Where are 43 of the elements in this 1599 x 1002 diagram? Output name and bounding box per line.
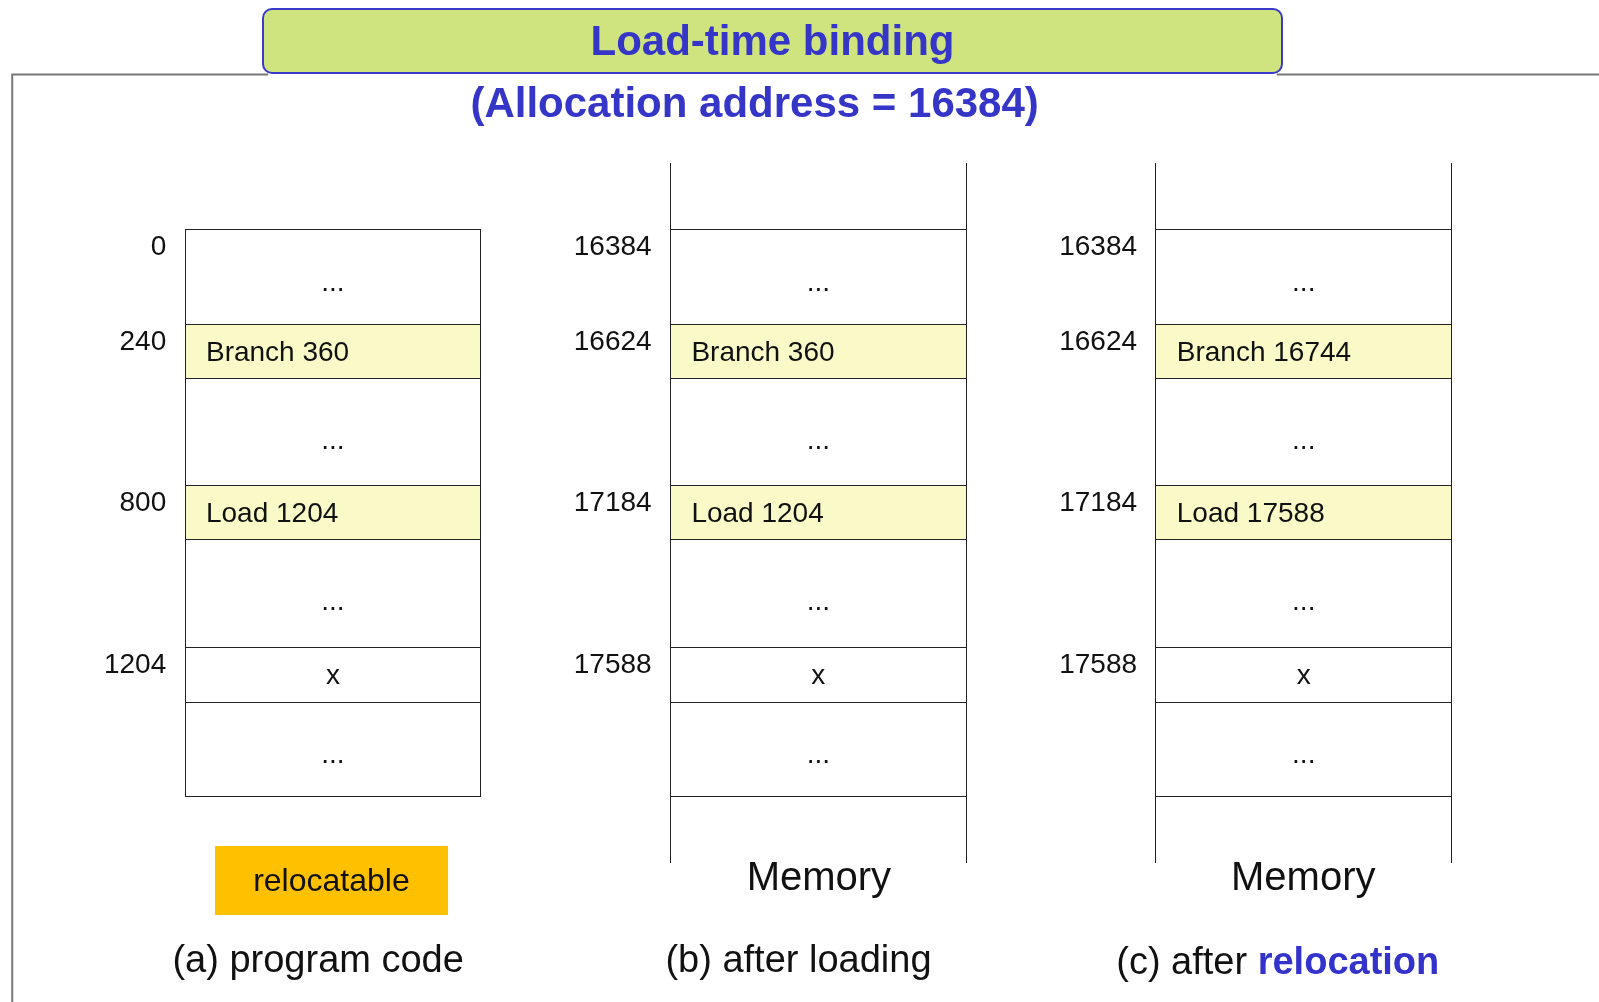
memory-cell: ...: [670, 229, 967, 326]
address-label: 17184: [1059, 486, 1138, 519]
column-label: Memory: [746, 854, 892, 900]
memory-cell: ...: [1155, 701, 1453, 797]
column-label: Memory: [1231, 854, 1376, 900]
instruction-cell: Load 1204: [184, 485, 482, 541]
memory-cell: x: [670, 646, 967, 704]
memory-cell: ...: [1155, 229, 1453, 326]
instruction-cell: Branch 360: [670, 324, 967, 380]
address-label: 16624: [1059, 325, 1138, 358]
subtitle: (Allocation address = 16384): [470, 79, 1039, 128]
caption: (c) after relocation: [1116, 939, 1440, 983]
memory-cell: x: [184, 646, 482, 704]
address-label: 17588: [573, 647, 652, 680]
caption: (b) after loading: [665, 937, 932, 981]
address-label: 240: [119, 325, 167, 358]
memory-cell: ...: [184, 539, 482, 648]
address-label: 0: [150, 230, 167, 263]
memory-cell: ...: [184, 229, 482, 326]
memory-cell: ...: [670, 701, 967, 797]
instruction-cell: Branch 360: [184, 324, 482, 380]
memory-cell: ...: [670, 378, 967, 487]
address-label: 17588: [1059, 647, 1138, 680]
instruction-cell: Branch 16744: [1155, 324, 1453, 380]
instruction-cell: Load 1204: [670, 485, 967, 541]
address-label: 16384: [573, 230, 652, 263]
memory-cell: ...: [670, 539, 967, 648]
instruction-cell: Load 17588: [1155, 485, 1453, 541]
address-label: 16624: [573, 325, 652, 358]
address-label: 800: [119, 486, 167, 519]
memory-cell: ...: [1155, 539, 1453, 648]
address-label: 16384: [1059, 230, 1138, 263]
memory-cell: [670, 795, 967, 864]
caption: (a) program code: [172, 937, 464, 981]
memory-cell: ...: [184, 378, 482, 487]
title-banner: Load-time binding: [262, 8, 1283, 75]
memory-cell: ...: [184, 701, 482, 797]
memory-cell: x: [1155, 646, 1453, 704]
address-label: 17184: [573, 486, 652, 519]
memory-cell: [1155, 795, 1453, 864]
address-label: 1204: [103, 647, 167, 680]
memory-cell: ...: [1155, 378, 1453, 487]
tag-box: relocatable: [215, 846, 448, 915]
